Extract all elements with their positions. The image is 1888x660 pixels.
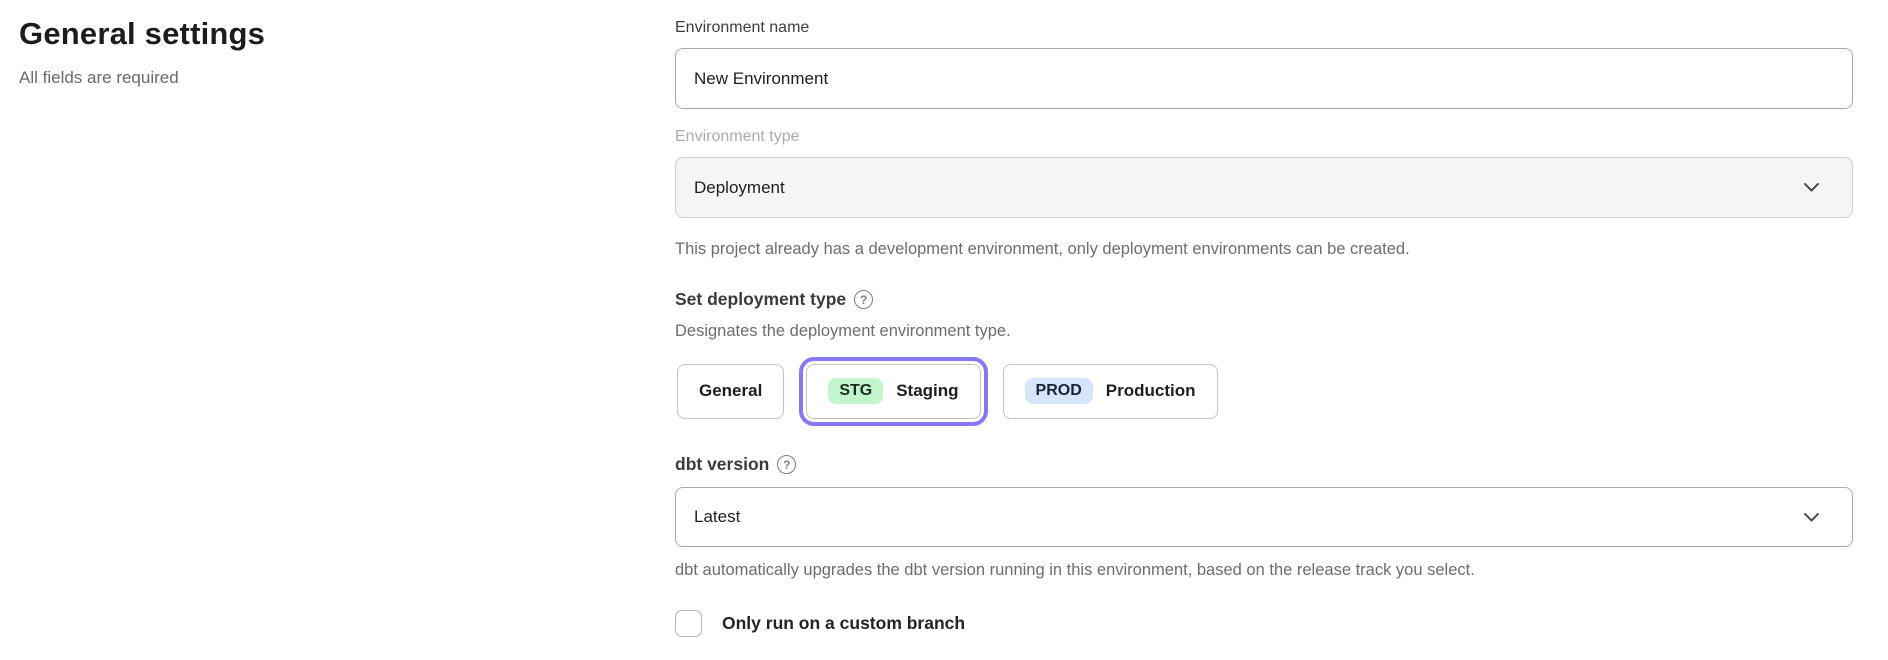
environment-name-input[interactable]: New Environment xyxy=(675,48,1853,109)
deployment-type-staging-button[interactable]: STG Staging xyxy=(799,356,988,426)
help-icon[interactable]: ? xyxy=(854,290,874,309)
environment-settings-form: Environment name New Environment Environ… xyxy=(675,0,1853,637)
page-header: General settings All fields are required xyxy=(19,16,579,88)
deployment-type-production-button[interactable]: PROD Production xyxy=(1002,363,1218,419)
deployment-type-description: Designates the deployment environment ty… xyxy=(675,322,1011,340)
environment-type-value: Deployment xyxy=(694,177,785,197)
dbt-version-heading: dbt version ? xyxy=(675,454,1853,475)
environment-type-help-text: This project already has a development e… xyxy=(675,240,1410,258)
dbt-version-select[interactable]: Latest xyxy=(675,487,1853,547)
production-badge: PROD xyxy=(1024,378,1093,404)
environment-name-label: Environment name xyxy=(675,19,810,36)
deployment-type-options: General STG Staging PROD Production xyxy=(675,356,1853,426)
environment-type-label: Environment type xyxy=(675,128,800,145)
chevron-down-icon xyxy=(1803,182,1820,193)
deployment-type-staging-label: Staging xyxy=(896,381,959,400)
page-subtitle: All fields are required xyxy=(19,68,179,87)
deployment-type-general-button[interactable]: General xyxy=(677,363,785,419)
staging-badge: STG xyxy=(828,378,884,404)
environment-name-value: New Environment xyxy=(694,68,829,88)
deployment-type-general-label: General xyxy=(699,381,763,400)
deployment-type-heading: Set deployment type ? xyxy=(675,289,1853,310)
help-icon[interactable]: ? xyxy=(777,455,797,474)
deployment-type-production-label: Production xyxy=(1105,381,1196,400)
custom-branch-row: Only run on a custom branch xyxy=(675,610,1853,637)
dbt-version-value: Latest xyxy=(694,507,741,526)
dbt-version-help-text: dbt automatically upgrades the dbt versi… xyxy=(675,561,1475,579)
page-title: General settings xyxy=(19,16,266,51)
deployment-type-heading-text: Set deployment type xyxy=(675,289,847,309)
environment-type-select: Deployment xyxy=(675,157,1853,218)
chevron-down-icon xyxy=(1803,512,1820,523)
custom-branch-checkbox[interactable] xyxy=(675,610,702,637)
dbt-version-heading-text: dbt version xyxy=(675,454,770,474)
custom-branch-label: Only run on a custom branch xyxy=(722,613,966,633)
